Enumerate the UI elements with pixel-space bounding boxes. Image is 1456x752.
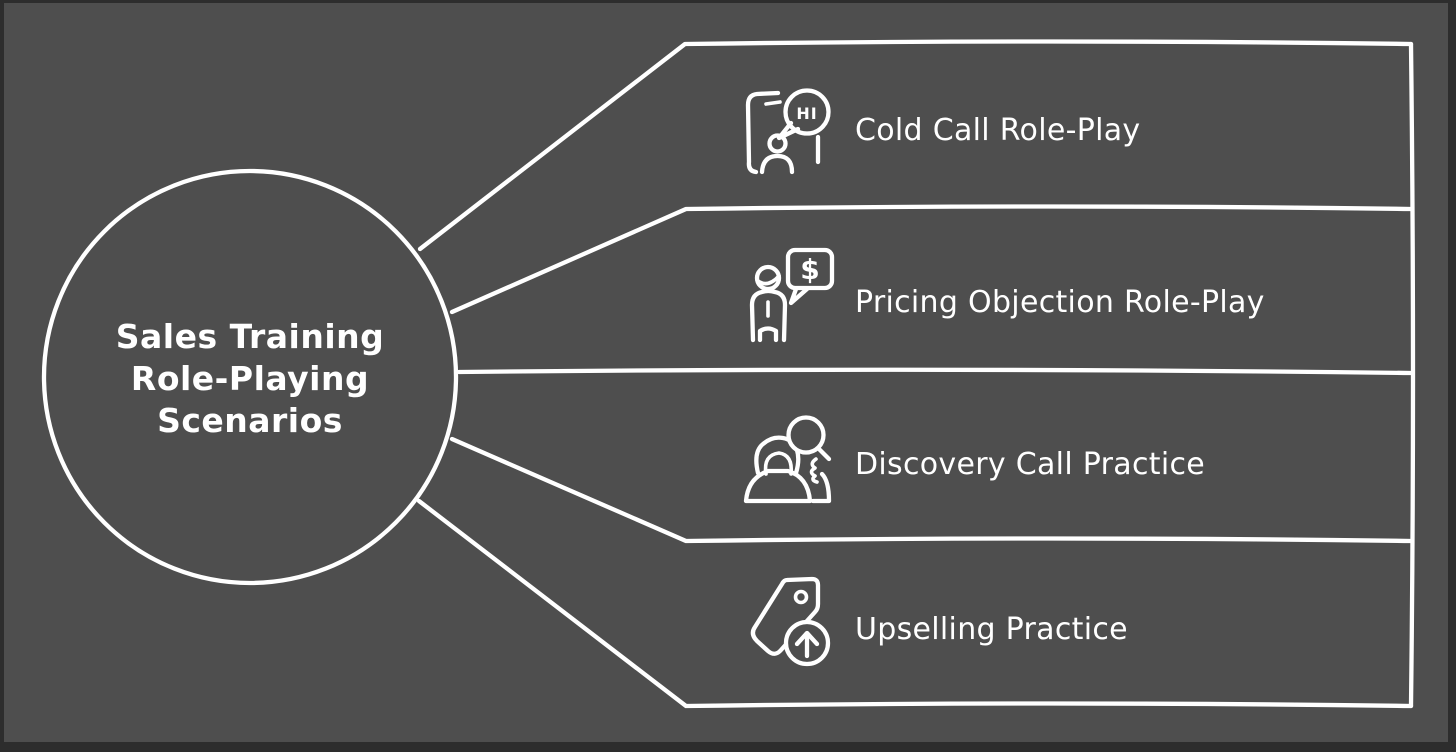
bubble-text-hi: HI	[796, 104, 817, 123]
band3-band4-line	[449, 436, 1414, 544]
discovery-call-icon	[743, 415, 832, 504]
node-label-discovery-call: Discovery Call Practice	[855, 447, 1206, 482]
band1-top-line	[417, 39, 1414, 252]
band2-band3-line	[456, 367, 1414, 376]
speech-bubble	[783, 88, 831, 136]
magnifier-handle	[815, 445, 832, 462]
node-label-pricing-objection: Pricing Objection Role-Play	[855, 285, 1265, 320]
center-node-title: Sales Training Role-Playing Scenarios	[115, 317, 385, 440]
price-tag	[750, 576, 821, 656]
speech-bubble	[785, 247, 835, 291]
right-rail-line	[1408, 41, 1416, 709]
center-node-circle	[41, 168, 459, 586]
up-arrow	[794, 630, 820, 659]
cold-call-icon: HI	[745, 88, 831, 175]
band4-bottom-line	[416, 498, 1414, 709]
connector-lines	[416, 39, 1416, 709]
pricing-objection-icon: $	[749, 247, 835, 343]
band1-band2-line	[449, 204, 1414, 315]
magnifier-lens	[786, 415, 826, 455]
node-label-upselling: Upselling Practice	[855, 612, 1128, 647]
node-label-cold-call: Cold Call Role-Play	[855, 113, 1141, 148]
upselling-icon	[750, 576, 831, 667]
bubble-text-dollar: $	[800, 253, 819, 286]
